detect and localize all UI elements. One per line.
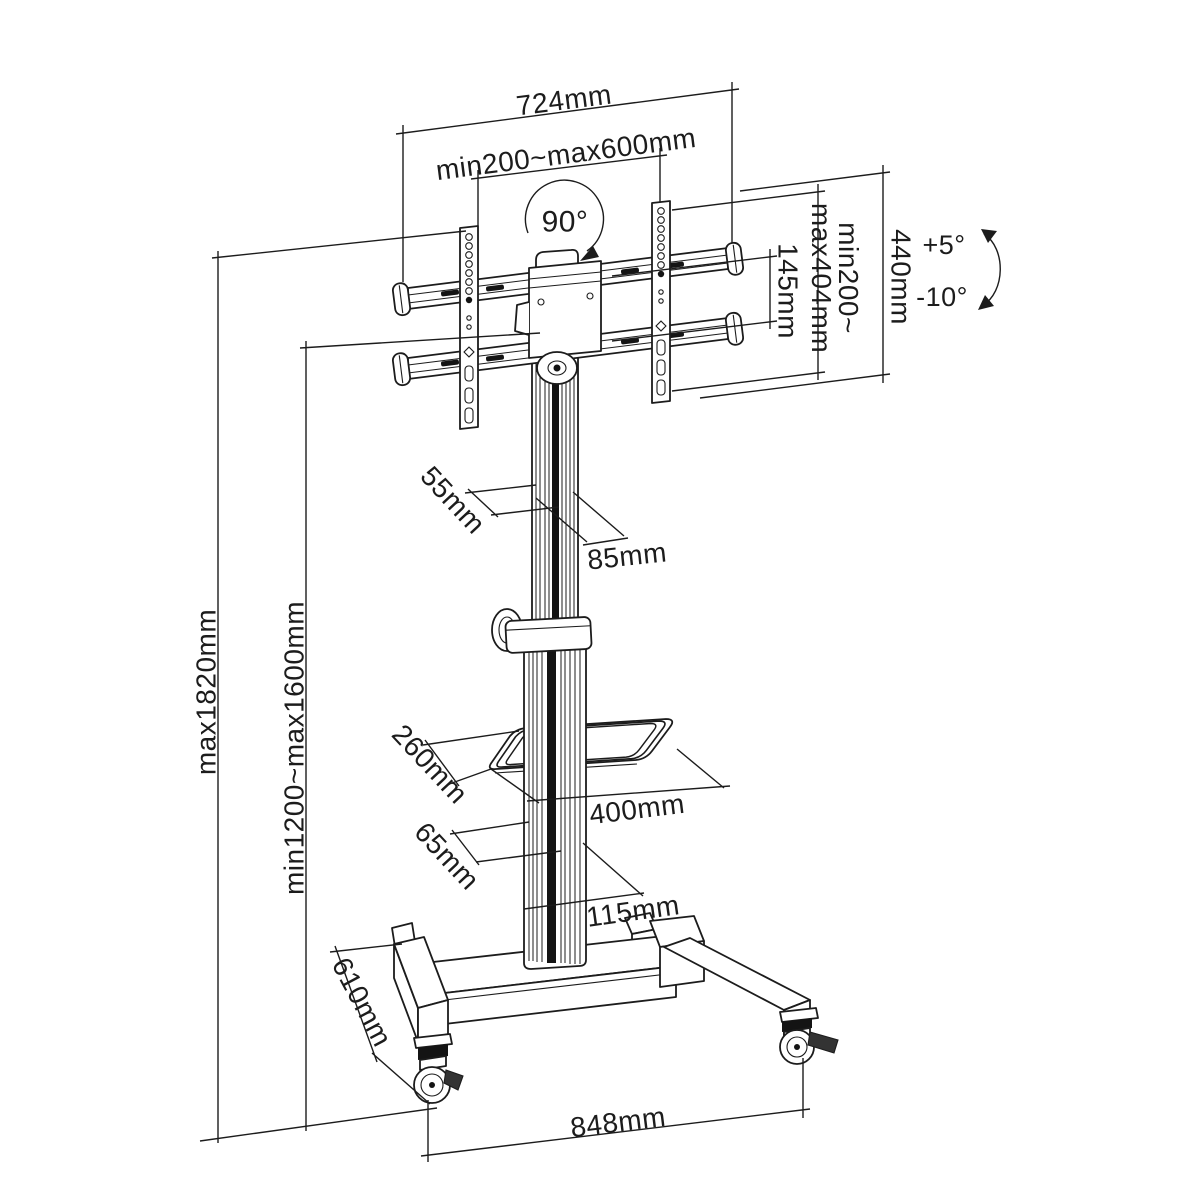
- outer-column: [523, 640, 587, 970]
- floor-baseline: [199, 1107, 438, 1142]
- inner-column: [531, 351, 579, 641]
- dim-screen-height-range: min1200~max1600mm: [279, 332, 541, 1131]
- label-leg-length: 610mm: [326, 952, 398, 1051]
- label-tilt-up: +5°: [922, 230, 965, 260]
- label-vesa-height: min200~max404mm: [807, 203, 865, 353]
- label-swivel-angle: 90°: [542, 206, 589, 239]
- swivel-arrowhead-icon: [580, 246, 599, 261]
- left-caster-wheel: [413, 1033, 464, 1104]
- right-caster-wheel: [779, 1007, 839, 1065]
- plate-latch: [514, 301, 530, 336]
- vesa-bar-left: [459, 225, 479, 430]
- label-shelf-width: 400mm: [588, 788, 687, 830]
- label-top-width: 724mm: [514, 79, 613, 122]
- lower-rail-end-caps: [391, 311, 745, 387]
- base-left-leg: [393, 936, 449, 1043]
- column-assembly: [491, 351, 593, 970]
- dim-vesa-height: min200~max404mm: [671, 184, 865, 392]
- label-total-height: max1820mm: [191, 609, 222, 775]
- label-vesa-width: min200~max600mm: [434, 122, 698, 186]
- vesa-bar-right: [651, 200, 671, 404]
- label-screen-height-range: min1200~max1600mm: [279, 601, 310, 895]
- tilt-annotation: +5° -10°: [916, 229, 1001, 312]
- column-collar: [504, 616, 593, 654]
- dim-plate-height: 145mm: [611, 243, 804, 342]
- tilt-arrowhead-up-icon: [981, 229, 997, 243]
- base-assembly: [391, 912, 839, 1104]
- dim-bracket-height: 440mm: [699, 165, 917, 399]
- label-shelf-depth: 260mm: [386, 718, 474, 809]
- label-outer-column-depth: 65mm: [408, 816, 485, 896]
- label-plate-height: 145mm: [773, 243, 804, 339]
- dim-base-width: 848mm: [420, 1058, 811, 1162]
- tv-bracket: [391, 200, 745, 430]
- label-bracket-height: 440mm: [886, 229, 917, 325]
- center-mount-plate: [514, 248, 602, 359]
- swivel-pivot: [536, 351, 578, 385]
- label-base-width: 848mm: [569, 1101, 668, 1143]
- dim-total-height: max1820mm: [191, 230, 467, 1143]
- swivel-annotation: 90°: [524, 179, 605, 261]
- tilt-arrowhead-down-icon: [978, 295, 994, 310]
- dim-shelf-width: 400mm: [490, 748, 731, 830]
- label-tilt-down: -10°: [916, 282, 968, 312]
